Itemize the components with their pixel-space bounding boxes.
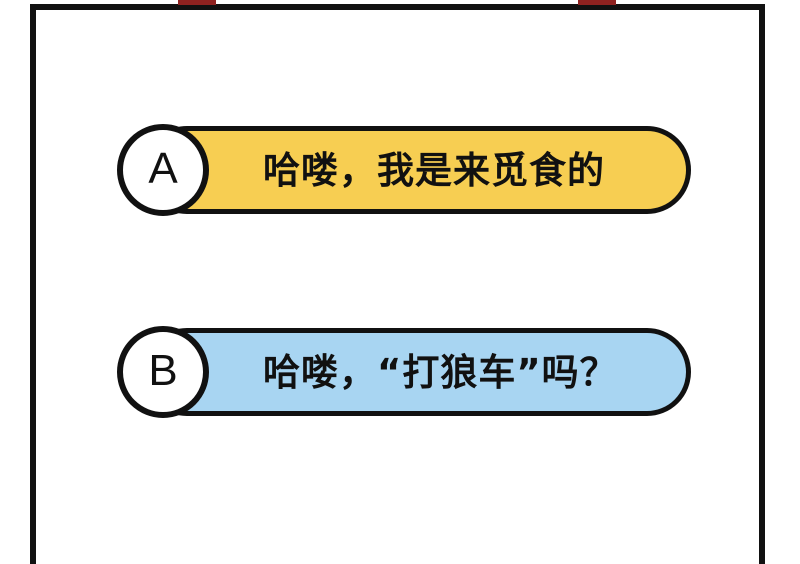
choice-text-a: 哈喽，我是来觅食的 — [263, 148, 605, 192]
choice-badge-letter-a: A — [148, 144, 178, 193]
choice-badge-a[interactable]: A — [117, 124, 209, 216]
choice-pill-b[interactable]: 哈喽，“打狼车”吗？ — [143, 328, 691, 416]
registration-mark-left — [178, 0, 216, 5]
choice-text-b: 哈喽，“打狼车”吗？ — [263, 350, 618, 394]
comic-choice-panel: 哈喽，我是来觅食的 A 哈喽，“打狼车”吗？ B — [30, 0, 765, 564]
panel-border-frame — [30, 4, 765, 564]
registration-mark-right — [578, 0, 616, 5]
choice-badge-letter-b: B — [148, 346, 178, 395]
choice-pill-a[interactable]: 哈喽，我是来觅食的 — [143, 126, 691, 214]
choice-badge-b[interactable]: B — [117, 326, 209, 418]
